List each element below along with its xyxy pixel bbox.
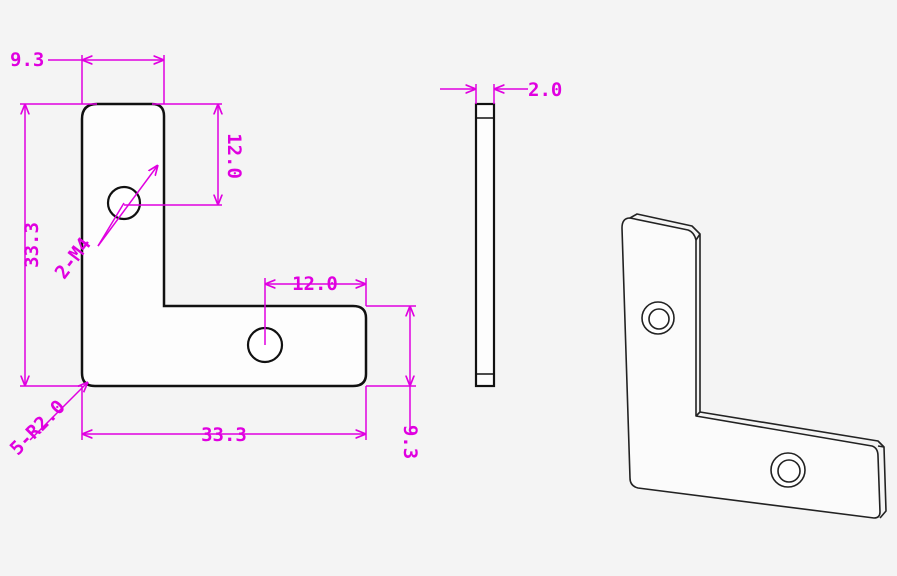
side-view — [474, 102, 496, 388]
dim-left-height: 33.3 — [21, 222, 43, 268]
side-plate-outline — [474, 102, 496, 388]
dim-corner-radius: 5-R2.0 — [6, 396, 70, 460]
dim-top-width: 9.3 — [10, 49, 44, 71]
dim-right-hole-offset: 12.0 — [292, 273, 338, 295]
dim-right-height: 9.3 — [399, 425, 421, 459]
iso-front-face — [621, 217, 881, 519]
dim-thickness: 2.0 — [528, 79, 562, 101]
isometric-view — [621, 213, 887, 519]
front-dimensions — [20, 55, 416, 441]
dim-bottom-width: 33.3 — [201, 424, 247, 446]
front-dimension-labels: 9.3 12.0 33.3 2-M4 12.0 9.3 33.3 5-R2.0 — [6, 49, 421, 460]
dim-top-hole-offset: 12.0 — [223, 133, 245, 179]
side-dimensions — [440, 84, 528, 104]
